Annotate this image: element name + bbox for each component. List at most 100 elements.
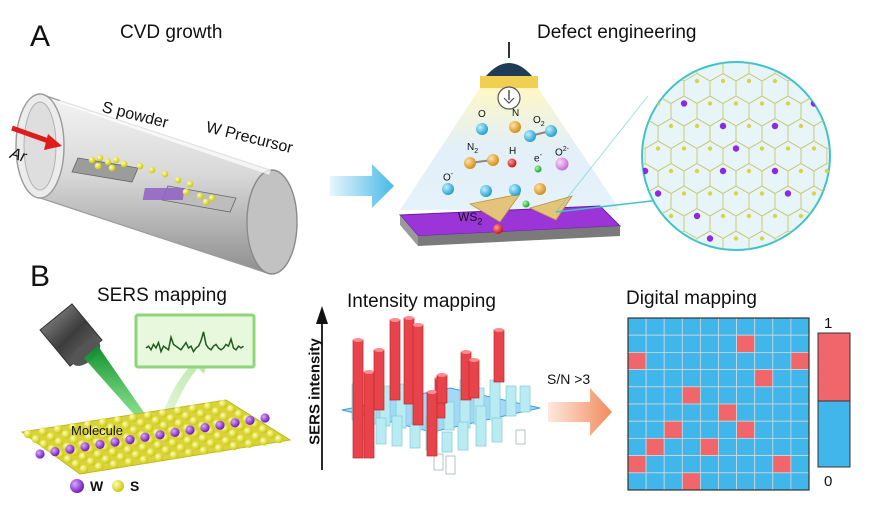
map-cell-positive xyxy=(790,351,810,370)
s-atom xyxy=(798,123,804,129)
map-cell-negative xyxy=(790,403,810,422)
low-intensity-bar xyxy=(445,455,456,475)
species-o: O xyxy=(478,109,486,120)
s-atom xyxy=(707,191,713,196)
map-cell-negative xyxy=(772,386,792,405)
map-cell-negative xyxy=(790,455,810,474)
map-cell-negative xyxy=(736,369,756,388)
map-cell-negative xyxy=(718,317,738,336)
s-atom xyxy=(785,101,791,106)
s-atom xyxy=(199,446,209,455)
s-atom xyxy=(746,168,752,174)
atom-legend xyxy=(70,479,124,493)
s-atom xyxy=(251,432,261,441)
map-cell-negative xyxy=(645,403,665,422)
s-atom xyxy=(798,168,804,174)
s-atom xyxy=(707,101,713,106)
sulfur-particle xyxy=(94,162,102,170)
high-intensity-bar xyxy=(403,317,415,405)
map-cell-negative xyxy=(736,386,756,405)
ws2-substrate xyxy=(398,193,622,246)
laser-beam xyxy=(84,346,152,428)
s-atom xyxy=(71,459,81,469)
threshold-label: S/N >3 xyxy=(547,371,591,387)
s-atom xyxy=(236,434,246,443)
sulfur-particle xyxy=(196,192,204,200)
high-intensity-bar xyxy=(352,339,364,459)
map-cell-positive xyxy=(645,437,665,456)
s-atom xyxy=(46,432,56,441)
s-atom xyxy=(68,422,78,432)
map-cell-negative xyxy=(663,317,683,336)
s-atom xyxy=(23,429,33,439)
map-cell-negative xyxy=(700,334,719,353)
s-atom xyxy=(746,123,752,129)
w-atom xyxy=(706,235,714,242)
map-cell-negative xyxy=(681,437,701,456)
w-atom xyxy=(215,420,225,430)
map-cell-negative xyxy=(700,403,719,422)
w-atom xyxy=(170,427,180,437)
map-cell-negative xyxy=(663,351,683,370)
map-cell-negative xyxy=(663,369,683,388)
s-atom xyxy=(694,123,700,129)
low-intensity-bar xyxy=(505,385,517,417)
map-cell-negative xyxy=(700,351,719,370)
map-cell-negative xyxy=(736,455,756,474)
sulfur-particle xyxy=(112,156,120,164)
s-atom xyxy=(655,146,661,151)
s-atom xyxy=(121,421,131,430)
w-atom xyxy=(230,418,240,428)
colorbar-max-label: 1 xyxy=(824,315,833,332)
low-intensity-bar xyxy=(443,401,455,431)
s-atom xyxy=(733,191,739,196)
w-atom xyxy=(35,449,45,459)
s-atom xyxy=(707,146,713,151)
map-cell-positive xyxy=(736,334,756,353)
map-cell-negative xyxy=(790,386,810,405)
sulfur-particle xyxy=(88,156,96,164)
species-e: e- xyxy=(534,152,542,165)
s-atom xyxy=(131,450,141,459)
legend-w-label: W xyxy=(90,478,104,494)
low-intensity-bar xyxy=(515,429,526,445)
s-atom xyxy=(83,420,93,429)
s-atom xyxy=(106,423,116,432)
species-h: H xyxy=(509,146,517,157)
s-atom xyxy=(129,426,139,435)
s-atom xyxy=(189,416,199,426)
s-atom xyxy=(39,439,49,449)
s-atom xyxy=(259,437,269,446)
s-atom xyxy=(159,421,169,430)
map-cell-positive xyxy=(736,420,756,439)
s-atom xyxy=(63,454,73,464)
sulfur-particle xyxy=(208,194,216,202)
s-atom xyxy=(720,213,726,219)
map-cell-negative xyxy=(645,472,665,491)
low-intensity-bar xyxy=(391,415,403,447)
zoomed-lattice xyxy=(641,61,831,251)
map-cell-negative xyxy=(681,420,701,439)
s-atom xyxy=(31,434,41,444)
threshold-arrow xyxy=(548,388,612,436)
map-cell-negative xyxy=(645,351,665,370)
s-atom xyxy=(746,78,752,84)
w-atom xyxy=(200,423,210,433)
species-o-minus: O- xyxy=(443,171,454,184)
s-atom xyxy=(759,236,765,241)
w-atom xyxy=(245,415,255,425)
map-cell-negative xyxy=(736,317,756,336)
low-intensity-bar xyxy=(441,431,453,453)
panel-label-b: B xyxy=(30,260,51,293)
s-atom xyxy=(198,434,208,443)
map-cell-negative xyxy=(627,317,647,336)
sulfur-particle xyxy=(161,170,169,178)
map-cell-negative xyxy=(681,351,701,370)
map-cell-negative xyxy=(736,351,756,370)
bar-top xyxy=(494,328,504,332)
s-atom xyxy=(772,78,778,84)
panel-label-a: A xyxy=(30,20,51,53)
w-atom xyxy=(50,447,60,457)
colorbar-min-label: 0 xyxy=(824,473,833,490)
